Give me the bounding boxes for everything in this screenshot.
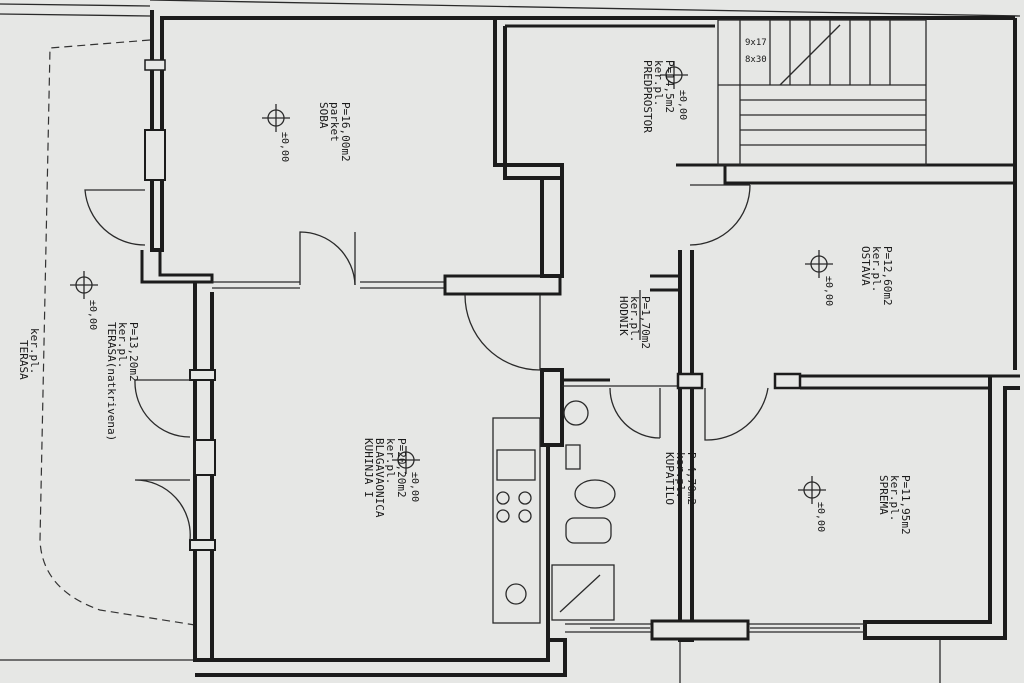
room-area: P=11,95m2	[899, 475, 912, 535]
room-floor: ker.pl.	[116, 322, 129, 368]
elevation-marker-ostava	[805, 250, 833, 278]
room-name: SPREMA	[877, 475, 890, 515]
room-floor: ker.pl.	[674, 452, 687, 498]
room-name: OSTAVA	[859, 246, 872, 286]
room-label-soba: SOBA parket P=16,00m2	[317, 102, 352, 162]
room-area: P=12,60m2	[881, 246, 894, 306]
room-label-sprema: SPREMA ker.pl. P=11,95m2	[877, 475, 912, 535]
room-floor: ker.pl.	[628, 296, 641, 342]
elevation-marker-predprostor	[660, 61, 688, 89]
room-name: TERASA(natkrivena)	[105, 322, 118, 441]
stair: 9x17 8x30	[717, 19, 927, 166]
room-name-2: BLAGAVAONICA	[373, 438, 386, 518]
doors	[84, 184, 769, 541]
stair-dim-2: 8x30	[745, 55, 767, 65]
room-area: P=16,00m2	[339, 102, 352, 162]
room-area: P=20,20m2	[395, 438, 408, 498]
room-floor: ker.pl.	[870, 246, 883, 292]
room-floor: ker.pl.	[384, 438, 397, 484]
room-floor: ker.pl.	[652, 60, 665, 106]
room-floor: parket	[328, 102, 341, 142]
room-label-kupatilo: KUPATILO ker.pl. P=4,70m2	[663, 452, 698, 505]
walls	[140, 10, 1020, 677]
elevation-ostava: ±0,00	[823, 276, 834, 306]
kitchen-fixtures	[492, 400, 616, 624]
elevation-sprema: ±0,00	[815, 502, 826, 532]
elevation-markers	[70, 61, 833, 504]
room-label-predprostor: PREDPROSTOR ker.pl. P=14,5m2	[641, 60, 676, 133]
elevation-marker-terasa	[70, 271, 98, 299]
room-name: HODNIK	[617, 296, 630, 336]
room-area: P=14,5m2	[663, 60, 676, 113]
room-name: KUPATILO	[663, 452, 676, 505]
room-label-terasa: TERASA(natkrivena) ker.pl. P=13,20m2	[105, 322, 140, 441]
room-label-ostava: OSTAVA ker.pl. P=12,60m2	[859, 246, 894, 306]
edge-terasa-name: TERASA	[17, 340, 30, 380]
room-area: P=13,20m2	[127, 322, 140, 382]
room-name: PREDPROSTOR	[641, 60, 654, 133]
elevation-kuhinja: ±0,00	[409, 472, 420, 502]
elevation-soba: ±0,00	[279, 132, 290, 162]
terrace-outline	[39, 39, 196, 626]
room-label-kuhinja: KUHINJA I BLAGAVAONICA ker.pl. P=20,20m2	[362, 438, 408, 518]
stove-burners	[496, 491, 532, 523]
room-name: SOBA	[317, 102, 330, 129]
edge-terasa-floor: ker.pl.	[28, 328, 41, 374]
elevation-marker-sprema	[798, 476, 826, 504]
room-label-hodnik: HODNIK ker.pl. P=1,70m2	[617, 296, 652, 349]
room-area: P=1,70m2	[639, 296, 652, 349]
room-floor: ker.pl.	[888, 475, 901, 521]
elevation-marker-soba	[262, 104, 290, 132]
edge-label-terasa: TERASA ker.pl.	[17, 328, 41, 380]
room-area: P=4,70m2	[685, 452, 698, 505]
elevation-marker-kuhinja	[392, 446, 420, 474]
room-name: KUHINJA I	[362, 438, 375, 498]
elevation-predprostor: ±0,00	[677, 90, 688, 120]
stair-dim-1: 9x17	[745, 38, 767, 48]
elevation-terasa: ±0,00	[87, 300, 98, 330]
